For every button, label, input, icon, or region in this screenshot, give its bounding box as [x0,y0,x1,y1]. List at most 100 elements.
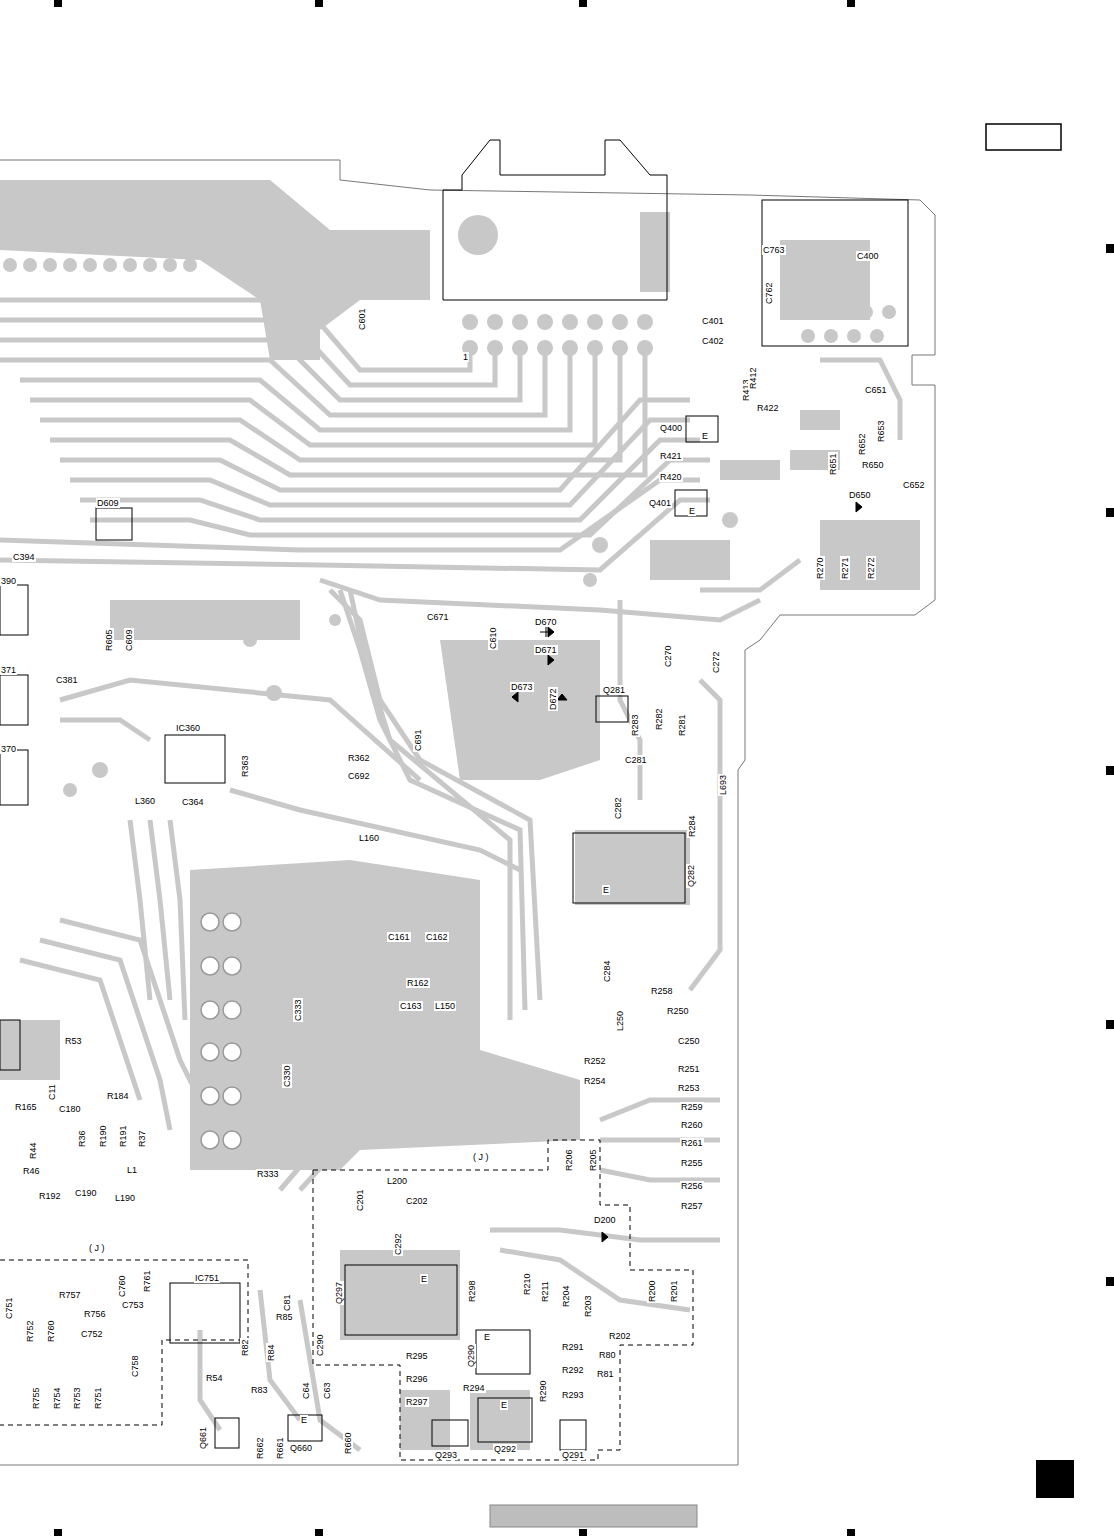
part-label: R760 [46,1319,56,1343]
part-label: R83 [250,1385,269,1395]
part-label: R44 [28,1141,38,1160]
part-label: 390 [0,576,17,586]
part-label: R293 [561,1390,585,1400]
part-label: C270 [663,644,673,668]
part-label: C400 [856,251,880,261]
part-label: R200 [647,1279,657,1303]
part-label: R362 [347,753,371,763]
part-label: C652 [902,480,926,490]
part-label: C202 [405,1196,429,1206]
part-label: R281 [677,713,687,737]
part-label: C691 [413,728,423,752]
part-label: C330 [282,1064,292,1088]
part-label: R205 [588,1148,598,1172]
part-label: L190 [114,1193,136,1203]
part-label: IC751 [194,1273,220,1283]
part-label: R259 [680,1102,704,1112]
part-label: L160 [358,833,380,843]
part-label: R46 [22,1166,41,1176]
part-label: C401 [701,316,725,326]
part-label: 1 [462,352,469,362]
part-label: C163 [399,1001,423,1011]
part-label: Q297 [334,1281,344,1305]
part-label: R651 [828,452,838,476]
traces [0,300,900,1450]
part-label: R605 [104,628,114,652]
part-label: R653 [876,419,886,443]
part-label: 371 [0,665,17,675]
part-label: D673 [510,682,534,692]
part-label: C81 [282,1293,292,1312]
part-label: Q282 [686,864,696,888]
part-label: C394 [12,552,36,562]
part-label: R260 [680,1120,704,1130]
part-label: C671 [426,612,450,622]
part-label: R650 [861,460,885,470]
part-label: Q400 [659,423,683,433]
part-label: D672 [548,687,558,711]
part-label: E [420,1274,428,1284]
part-label: C282 [613,796,623,820]
part-label: R421 [659,451,683,461]
part-label: L150 [434,1001,456,1011]
part-label: R192 [38,1191,62,1201]
part-label: C63 [322,1381,332,1400]
part-label: R203 [583,1294,593,1318]
component-symbols [512,502,862,1242]
part-label: C290 [315,1333,325,1357]
part-label: R294 [462,1383,486,1393]
part-label: R363 [240,754,250,778]
part-label: C651 [864,385,888,395]
part-label: R255 [680,1158,704,1168]
part-label: Q292 [493,1444,517,1454]
part-label: C333 [293,998,303,1022]
part-label: R652 [857,432,867,456]
part-label: R85 [275,1312,294,1322]
part-label: R202 [608,1331,632,1341]
part-label: L360 [134,796,156,806]
part-label: D670 [534,617,558,627]
part-label: ( J ) [88,1243,106,1253]
part-label: E [688,506,696,516]
part-label: C201 [355,1188,365,1212]
part-label: R661 [275,1436,285,1460]
part-label: C752 [80,1329,104,1339]
part-label: R251 [677,1064,701,1074]
region-borders [0,1140,693,1460]
part-label: R201 [669,1279,679,1303]
part-label: C610 [488,626,498,650]
part-label: R660 [343,1431,353,1455]
part-label: R422 [756,403,780,413]
part-label: R190 [98,1124,108,1148]
part-label: R754 [52,1386,62,1410]
part-label: R54 [205,1373,224,1383]
part-label: D609 [96,498,120,508]
part-label: R37 [137,1129,147,1148]
part-label: C402 [701,336,725,346]
part-label: R295 [405,1351,429,1361]
part-label: R290 [538,1379,548,1403]
part-label: R258 [650,986,674,996]
part-label: R250 [666,1006,690,1016]
part-label: E [602,885,610,895]
part-label: C162 [425,932,449,942]
part-label: R257 [680,1201,704,1211]
part-label: C281 [624,755,648,765]
part-label: R296 [405,1374,429,1384]
part-label: C292 [393,1232,403,1256]
part-label: R253 [677,1083,701,1093]
part-label: R420 [659,472,683,482]
part-label: Q293 [434,1450,458,1460]
part-label: R191 [118,1124,128,1148]
part-label: R751 [93,1386,103,1410]
part-label: Q661 [198,1426,208,1450]
part-label: R284 [687,814,697,838]
part-label: R752 [25,1319,35,1343]
outlines [0,140,908,1450]
part-label: C601 [357,307,367,331]
part-label: C763 [762,245,786,255]
part-label: C760 [117,1274,127,1298]
part-label: R261 [680,1138,704,1148]
part-label: R81 [596,1369,615,1379]
